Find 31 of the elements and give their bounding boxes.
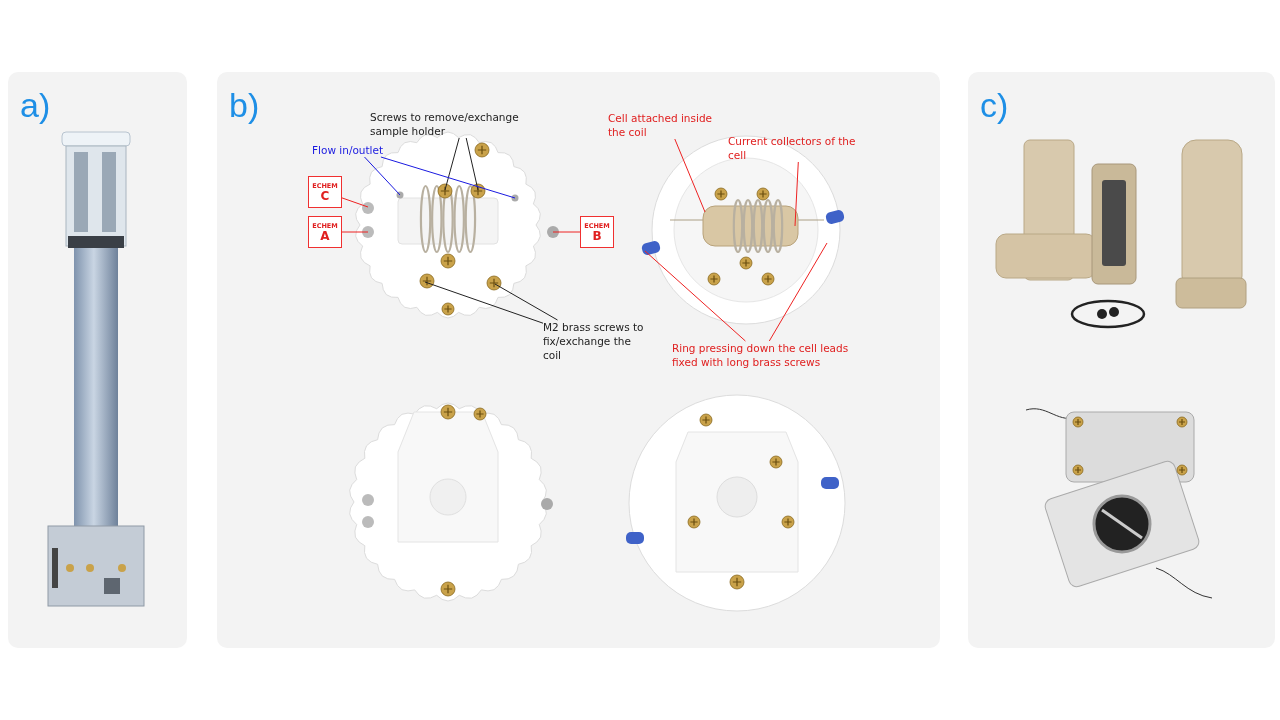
leader-line: [424, 281, 544, 324]
panel-label: b): [229, 86, 260, 125]
leader-line: [341, 231, 369, 233]
callout-text: M2 brass screws to fix/exchange the coil: [543, 320, 645, 362]
panel-label: c): [980, 86, 1009, 125]
leader-line: [552, 231, 581, 233]
tag-letter: B: [592, 229, 602, 243]
callout-text: Cell attached inside the coil: [608, 111, 714, 139]
callout-text: Flow in/outlet: [312, 143, 385, 157]
panel-label: a): [20, 86, 51, 125]
callout-text: Ring pressing down the cell leads fixed with long brass screws: [672, 341, 850, 369]
leader-line: [444, 137, 460, 191]
panel-card: [8, 72, 187, 648]
leader-line: [364, 156, 401, 196]
leader-line: [794, 161, 799, 227]
echem-tag: [580, 216, 614, 248]
tag-letter: C: [320, 189, 330, 203]
echem-tag: [308, 216, 342, 248]
callout-text: Screws to remove/exchange sample holder: [370, 110, 520, 138]
panel-card: [968, 72, 1275, 648]
leader-line: [341, 197, 369, 208]
leader-line: [465, 137, 479, 191]
leader-line: [380, 156, 516, 199]
callout-text: Current collectors of the cell: [728, 134, 857, 162]
leader-line: [674, 138, 706, 213]
panel-card: [217, 72, 940, 648]
leader-line: [768, 242, 828, 342]
leader-line: [494, 283, 558, 321]
echem-tag: [308, 176, 342, 208]
leader-line: [644, 250, 746, 342]
tag-letter: A: [320, 229, 330, 243]
